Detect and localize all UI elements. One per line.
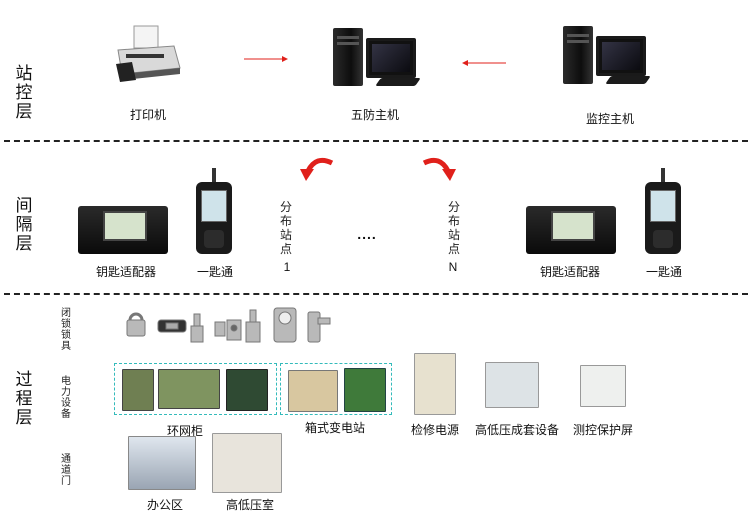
box-substation-icon [288, 370, 338, 412]
box-substation-icon [344, 368, 386, 412]
keyboard-icon [605, 76, 651, 84]
substation-n-index: N [448, 260, 458, 274]
box-substation-label: 箱式变电站 [304, 421, 365, 435]
substation-n-text: 分布站点 [447, 200, 460, 256]
layer-label-process: 过程层 [15, 370, 33, 427]
antenna-icon [661, 168, 665, 184]
maintenance-power-label: 检修电源 [410, 423, 459, 437]
maintenance-power-icon [414, 353, 456, 415]
separator-bottom [4, 293, 748, 295]
arrow-right-icon [244, 56, 288, 62]
key-adapter-right-icon [526, 206, 616, 254]
printer-icon [116, 25, 181, 82]
hv-lv-room-label: 高低压室 [225, 498, 274, 512]
office-area-label: 办公区 [146, 498, 183, 512]
ring-main-unit-cabinet-icon [122, 369, 154, 411]
hv-lv-switchgear-label: 高低压成套设备 [474, 423, 559, 437]
arrow-left-icon [462, 60, 506, 66]
monitor-icon [366, 38, 416, 78]
key-adapter-left-icon [78, 206, 168, 254]
box-substation-group [280, 363, 392, 415]
ring-main-unit-label: 环网柜 [166, 424, 203, 438]
curved-arrow-left-icon [300, 157, 334, 181]
substation-1-text: 分布站点 [279, 200, 292, 256]
protection-panel-icon [580, 365, 626, 407]
ring-main-unit-cabinet-icon [158, 369, 220, 409]
pc-tower-icon [333, 28, 363, 86]
power-equipment-label: 电力设备 [61, 376, 71, 420]
printer-label: 打印机 [129, 108, 166, 122]
key-adapter-left-label: 钥匙适配器 [95, 265, 156, 279]
substation-1-index: 1 [283, 260, 291, 274]
passage-door-label: 通道门 [61, 454, 71, 487]
keyboard-icon [375, 78, 421, 86]
ring-main-unit-group [114, 363, 277, 415]
computer-key-left-label: 一匙通 [196, 265, 233, 279]
monitor-icon [596, 36, 646, 76]
computer-key-left-icon [196, 182, 232, 254]
computer-key-right-label: 一匙通 [645, 265, 682, 279]
office-area-image [128, 436, 196, 490]
hv-lv-room-image [212, 433, 282, 493]
antenna-icon [212, 168, 216, 184]
five-prevention-host-label: 五防主机 [350, 108, 399, 122]
ellipsis-text: .... [357, 226, 377, 242]
layer-label-bay: 间隔层 [15, 196, 33, 253]
curved-arrow-right-icon [422, 157, 456, 181]
locking-devices-label: 闭锁锁具 [61, 308, 71, 352]
monitor-host-label: 监控主机 [585, 112, 634, 126]
computer-key-right-icon [645, 182, 681, 254]
ring-main-unit-cabinet-icon [226, 369, 268, 411]
separator-top [4, 140, 748, 142]
pc-tower-icon [563, 26, 593, 84]
key-adapter-right-label: 钥匙适配器 [539, 265, 600, 279]
protection-panel-label: 测控保护屏 [572, 423, 633, 437]
locks-icon [126, 307, 331, 343]
layer-label-station: 站控层 [15, 64, 33, 121]
hv-lv-switchgear-icon [485, 362, 539, 408]
